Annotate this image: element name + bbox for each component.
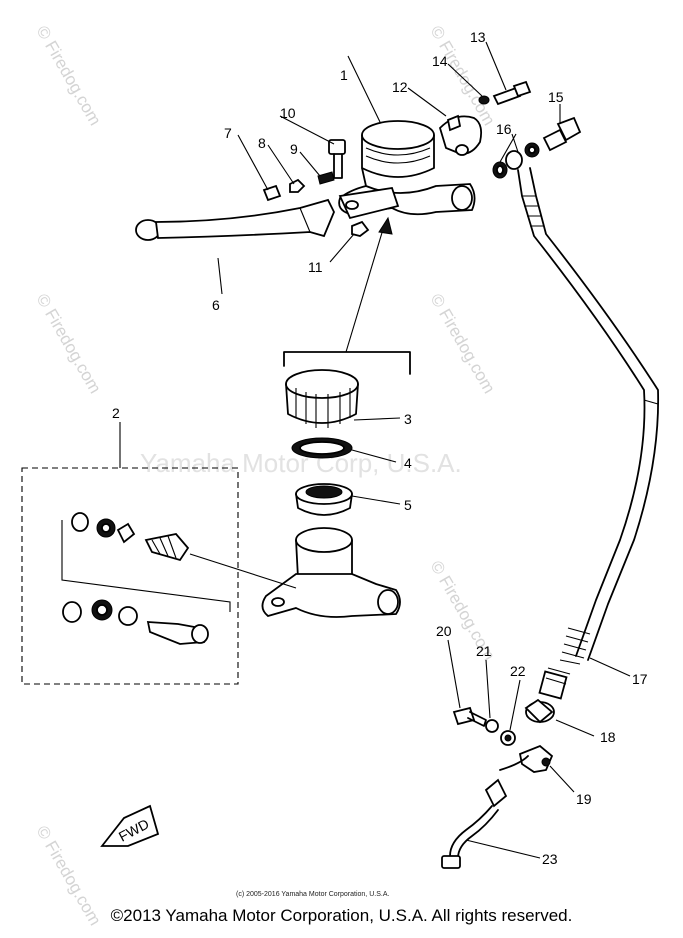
callout-1: 1 [340,67,348,83]
lever-hardware [262,139,370,237]
small-credit: (c) 2005-2016 Yamaha Motor Corporation, … [236,891,389,898]
copyright-footer: ©2013 Yamaha Motor Corporation, U.S.A. A… [110,906,573,925]
banjo-bolt-hardware [492,116,582,179]
forward-arrow: FWD [100,804,160,847]
watermark-brand: © Firedog.com [33,291,105,397]
callout-3: 3 [404,411,412,427]
callout-12: 12 [392,79,408,95]
callout-numbers: 1 2 3 4 5 6 7 8 9 10 11 12 13 14 15 16 1… [112,29,648,867]
piston-kit-group [21,467,297,685]
leader-lines [119,41,631,859]
watermark-layer: © Firedog.com © Firedog.com © Firedog.co… [33,23,499,929]
callout-20: 20 [436,623,452,639]
callout-6: 6 [212,297,220,313]
exploded-cap-parts [283,351,411,516]
callout-16: 16 [496,121,512,137]
lower-cylinder-body [261,527,401,618]
callout-4: 4 [404,455,412,471]
callout-8: 8 [258,135,266,151]
callout-22: 22 [510,663,526,679]
callout-23: 23 [542,851,558,867]
callout-5: 5 [404,497,412,513]
callout-13: 13 [470,29,486,45]
callout-17: 17 [632,671,648,687]
watermark-brand: © Firedog.com [33,23,105,129]
callout-9: 9 [290,141,298,157]
callout-7: 7 [224,125,232,141]
hose-joint-parts [452,698,555,773]
watermark-brand: © Firedog.com [427,23,499,129]
callout-10: 10 [280,105,296,121]
callout-2: 2 [112,405,120,421]
brake-lever [135,198,335,241]
master-cylinder-assembly [338,120,476,220]
callout-18: 18 [600,729,616,745]
handlebar-clamp [438,80,532,156]
callout-11: 11 [308,259,323,275]
brake-hose [517,167,660,700]
callout-14: 14 [432,53,448,69]
callout-19: 19 [576,791,592,807]
watermark-brand: © Firedog.com [427,291,499,397]
callout-15: 15 [548,89,564,105]
callout-21: 21 [476,643,492,659]
brake-pipe [441,755,529,869]
